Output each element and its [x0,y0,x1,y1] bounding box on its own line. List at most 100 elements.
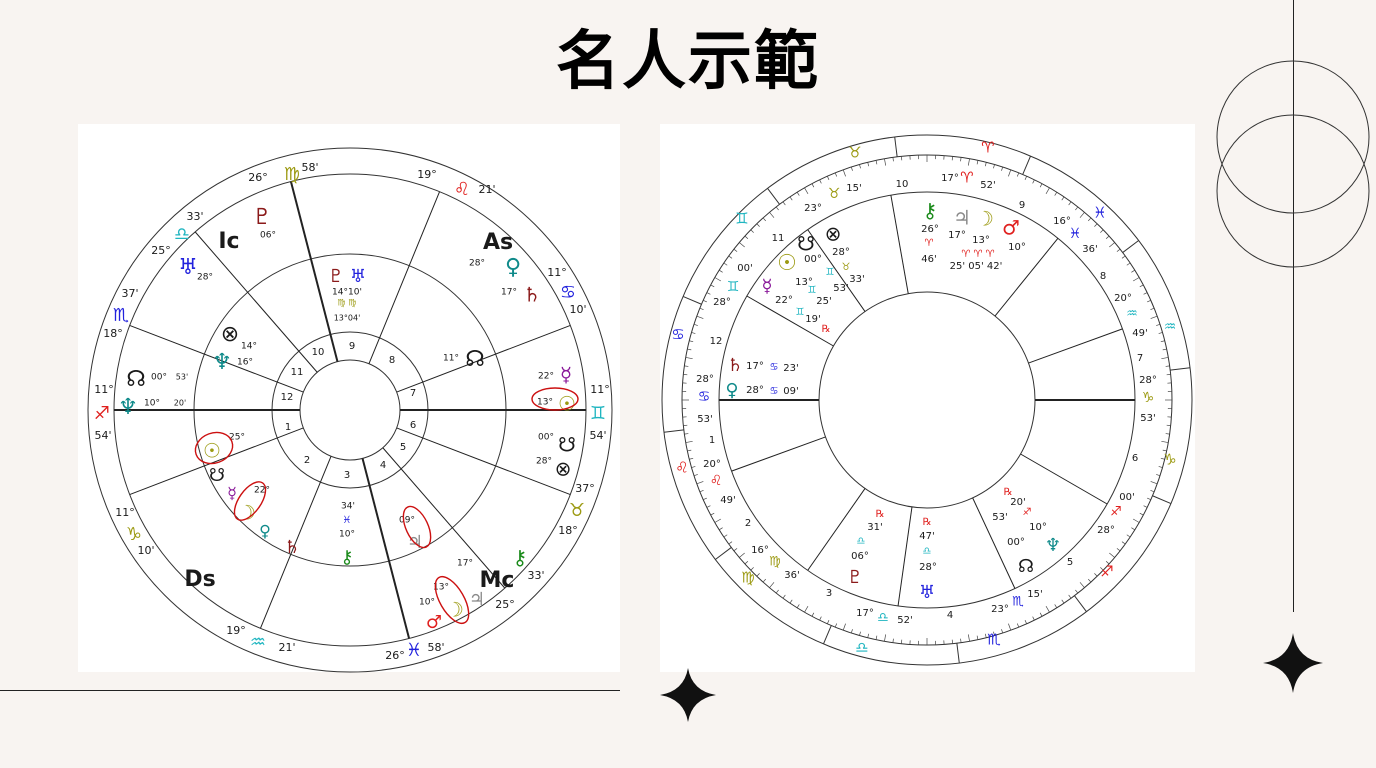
degree-label: 10' [569,303,586,316]
degree-label: 18° [558,524,578,537]
degree-tick [703,497,707,500]
degree-tick [967,634,970,642]
degree-label: 52' [980,180,995,191]
sign-division-line [663,429,684,433]
glyph-label: ♋ [770,362,779,373]
degree-tick [1143,292,1148,295]
degree-tick [993,164,995,169]
degree-label: 11 [291,367,304,378]
glyph-label: ♒ [250,632,266,653]
degree-tick [1162,348,1167,351]
glyph-label: ♅ [178,255,198,280]
house-cusp-line [382,447,506,589]
degree-label: 28° [197,273,213,283]
degree-label: 23° [991,604,1009,615]
degree-tick [1008,169,1012,177]
glyph-label: ♇ [328,266,344,287]
degree-label: 10° [339,530,355,540]
degree-tick [1161,357,1169,360]
degree-label: 2 [745,518,751,529]
degree-label: 28° [696,374,714,385]
degree-tick [834,623,838,628]
degree-tick [723,534,728,538]
degree-label: 00° [1007,537,1025,548]
degree-tick [1088,578,1092,583]
glyph-label: ♎ [855,639,868,657]
degree-tick [1054,192,1058,196]
degree-tick [1147,497,1151,500]
left-chart-panel [78,124,620,672]
degree-tick [1109,552,1115,558]
degree-tick [687,449,692,452]
glyph-label: ♐ [1023,507,1032,518]
degree-label: ♈ ♈ ♈ [961,249,994,260]
degree-label: 17° [856,608,874,619]
degree-label: 1 [285,422,291,433]
glyph-label: ♑ [1142,390,1155,406]
degree-tick [1139,284,1144,288]
degree-tick [789,196,793,201]
degree-tick [834,172,838,177]
highlight-ellipse [194,431,234,465]
degree-tick [710,284,715,288]
glyph-label: ♌ [675,459,688,477]
degree-tick [706,505,711,508]
sign-division-line [1022,155,1032,175]
glyph-label: ☿ [227,484,237,503]
glyph-label: ☋ [558,433,576,457]
degree-tick [1032,616,1035,621]
degree-tick [867,633,870,638]
glyph-label: ♂ [426,612,442,633]
glyph-label: ♑ [1163,451,1176,469]
degree-tick [1156,474,1161,477]
degree-tick [892,638,894,643]
degree-label: 06° [260,231,276,241]
degree-label: 58' [427,641,444,654]
degree-label: 5 [1067,557,1073,568]
glyph-label: ♄ [523,283,541,307]
degree-label: 13°04' [334,314,361,323]
degree-tick [762,217,766,222]
degree-tick [739,242,745,248]
glyph-label: ☋ [797,232,815,256]
degree-label: 7 [410,388,416,399]
degree-tick [1150,481,1158,485]
glyph-label: ♆ [118,395,138,420]
degree-tick [1054,604,1058,608]
glyph-label: ♊ [808,285,817,296]
glyph-label: ♐ [1100,563,1113,581]
degree-tick [703,300,707,303]
degree-label: 22° [254,486,270,496]
degree-tick [1024,620,1027,624]
degree-tick [710,512,715,516]
degree-label: 25' [816,296,831,307]
glyph-label: ⊗ [825,222,842,246]
degree-tick [1061,599,1065,604]
degree-tick [804,187,809,195]
glyph-label: ☿ [761,276,772,297]
degree-label: 26° [921,224,939,235]
degree-tick [819,616,822,621]
left-natal-chart: 26°♍58'19°♌21'33'♎25°37'♏18°11°♐54'11°♑1… [87,147,613,673]
degree-tick [728,541,733,545]
degree-tick [1109,242,1115,248]
highlight-ellipse [233,481,267,521]
degree-tick [756,223,760,227]
page-title: 名人示範 [556,25,820,99]
house-cusp-line [897,506,913,607]
degree-tick [984,162,987,167]
glyph-label: ♅ [350,266,366,287]
degree-tick [875,635,878,640]
glyph-label: ☉ [558,392,576,416]
degree-tick [733,248,738,252]
degree-tick [1121,541,1126,545]
degree-label: 28° [713,297,731,308]
degree-label: 00' [1119,492,1134,503]
degree-label: 10° [1008,242,1026,253]
degree-tick [691,466,696,468]
degree-label: 00° [538,433,554,443]
glyph-label: ♋ [698,389,711,405]
degree-tick [1158,332,1163,334]
glyph-label: ♑ [126,524,142,545]
degree-label: 53' [176,373,188,382]
